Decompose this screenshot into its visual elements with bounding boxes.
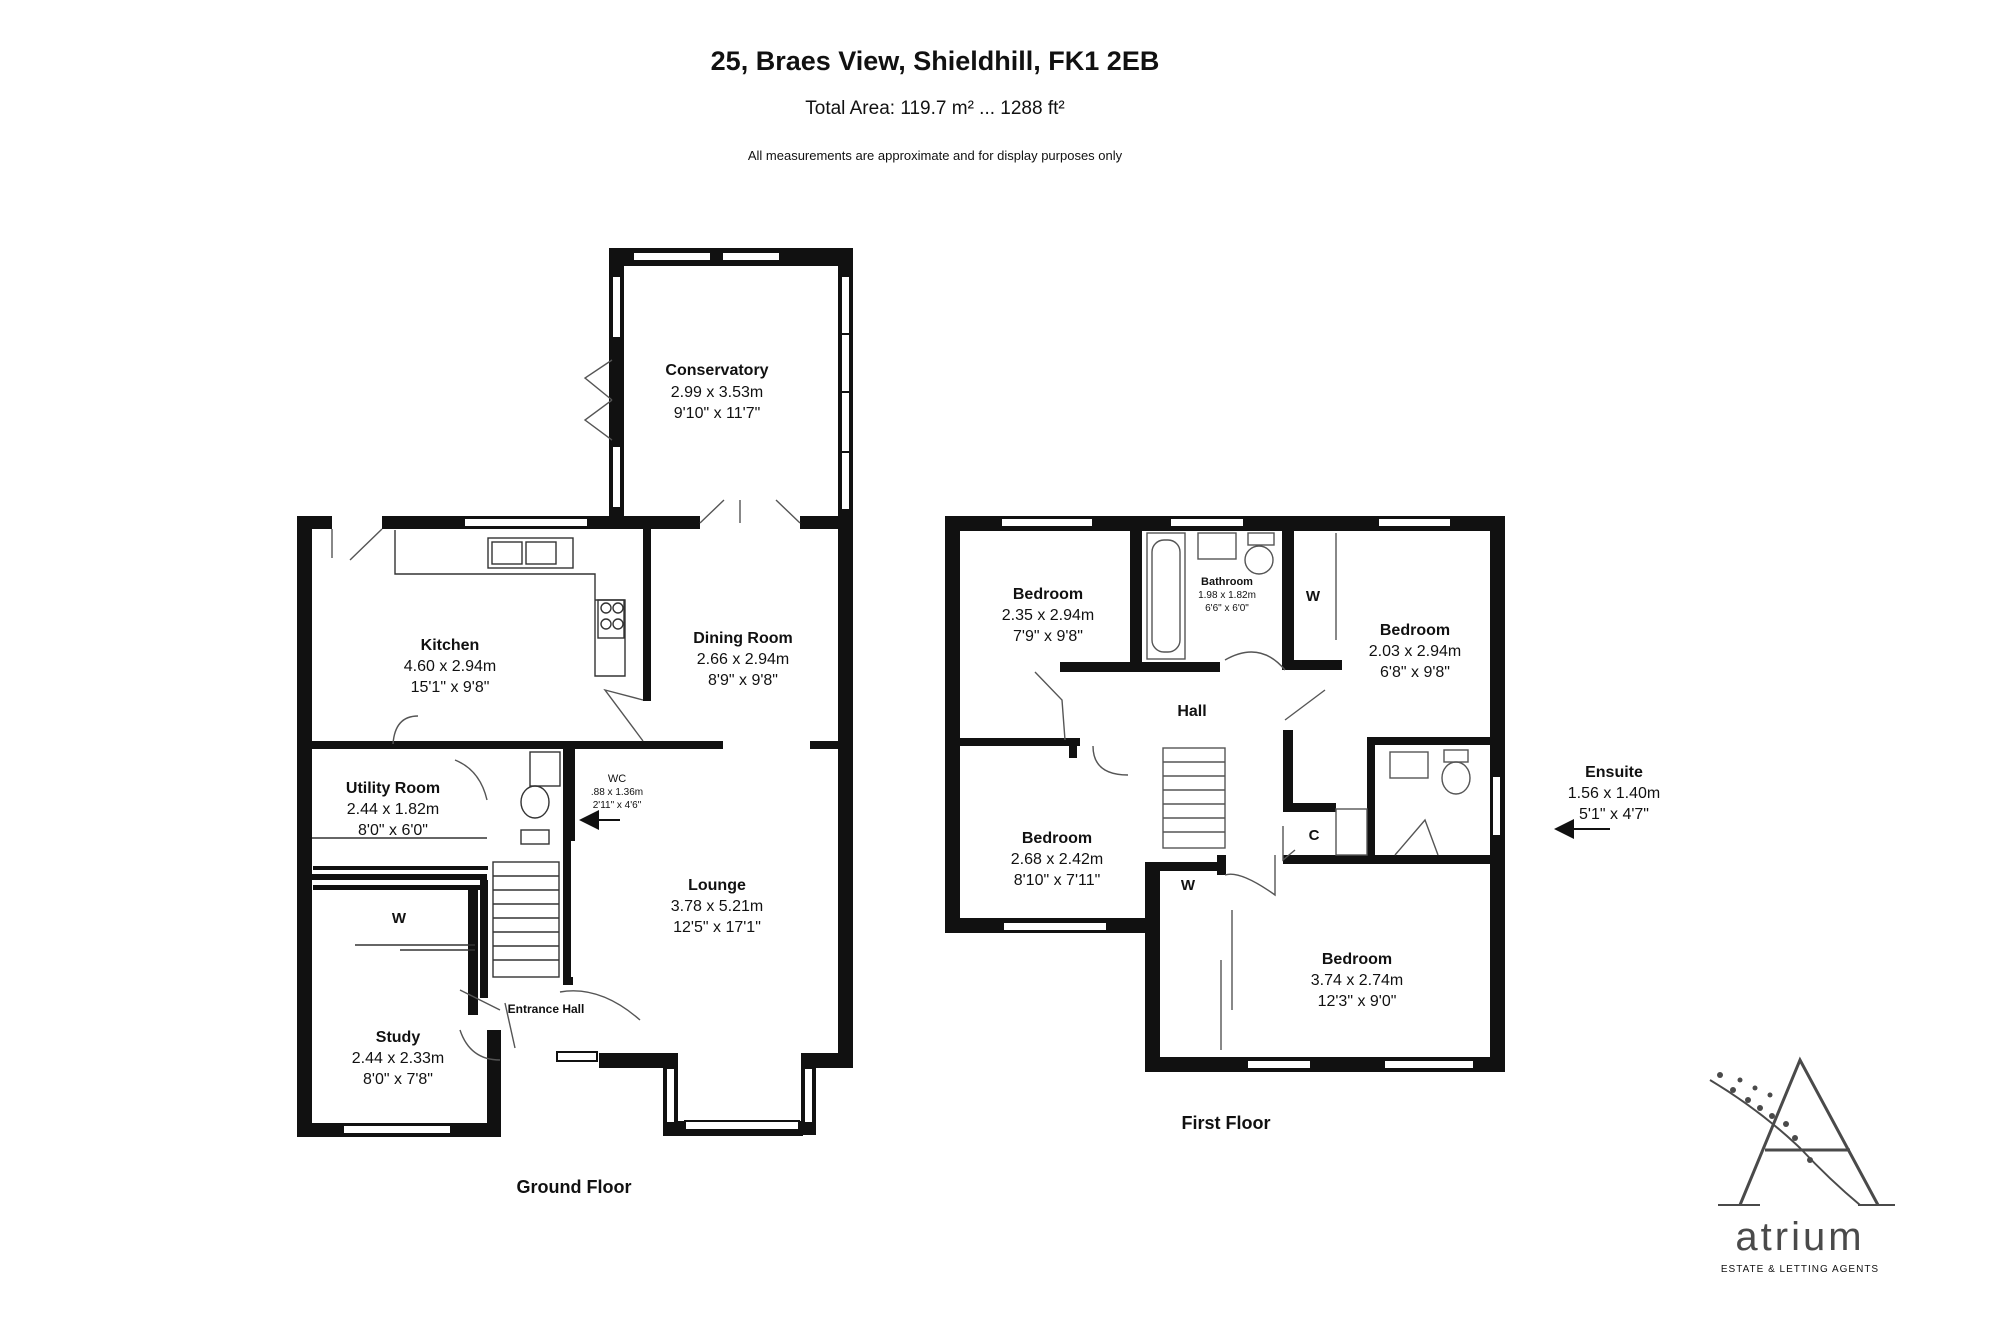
bedroom-1-imperial: 7'9" x 9'8" [1013, 628, 1083, 645]
bedroom-4-imperial: 12'3" x 9'0" [1318, 993, 1397, 1010]
bedroom-2-wardrobe-marker: W [1306, 588, 1321, 605]
conservatory-name: Conservatory [665, 362, 768, 379]
wc-imperial: 2'11" x 4'6" [593, 800, 642, 811]
study-name: Study [376, 1029, 421, 1046]
total-area: Total Area: 119.7 m² ... 1288 ft² [805, 98, 1065, 119]
first-floor-label: First Floor [1182, 1113, 1271, 1133]
wc-name: WC [608, 773, 626, 785]
kitchen-name: Kitchen [421, 637, 480, 654]
utility-imperial: 8'0" x 6'0" [358, 822, 428, 839]
dining-imperial: 8'9" x 9'8" [708, 672, 778, 689]
disclaimer: All measurements are approximate and for… [747, 148, 1123, 163]
utility-name: Utility Room [346, 780, 440, 797]
cupboard-marker: C [1309, 827, 1320, 844]
bedroom-2-name: Bedroom [1380, 622, 1450, 639]
ensuite-metric: 1.56 x 1.40m [1568, 785, 1661, 802]
ensuite-name: Ensuite [1585, 764, 1643, 781]
bedroom-2-imperial: 6'8" x 9'8" [1380, 664, 1450, 681]
study-wardrobe-marker: W [392, 910, 407, 927]
hall-name: Hall [1177, 703, 1206, 720]
bedroom-3-metric: 2.68 x 2.42m [1011, 851, 1104, 868]
bedroom-1-metric: 2.35 x 2.94m [1002, 607, 1095, 624]
bedroom-1-name: Bedroom [1013, 586, 1083, 603]
bedroom-4-wardrobe-marker: W [1181, 877, 1196, 894]
first-floor-plan [945, 516, 1610, 1072]
kitchen-metric: 4.60 x 2.94m [404, 658, 497, 675]
conservatory-metric: 2.99 x 3.53m [671, 384, 764, 401]
brand-name: atrium [1735, 1215, 1864, 1259]
lounge-name: Lounge [688, 877, 746, 894]
study-metric: 2.44 x 2.33m [352, 1050, 445, 1067]
tree-a-icon [1709, 1056, 1895, 1206]
bedroom-4-name: Bedroom [1322, 951, 1392, 968]
study-imperial: 8'0" x 7'8" [363, 1071, 433, 1088]
bedroom-3-imperial: 8'10" x 7'11" [1014, 872, 1101, 889]
dining-name: Dining Room [693, 630, 793, 647]
entrance-hall-name: Entrance Hall [508, 1002, 585, 1016]
lounge-metric: 3.78 x 5.21m [671, 898, 764, 915]
property-address: 25, Braes View, Shieldhill, FK1 2EB [710, 46, 1160, 76]
bathroom-name: Bathroom [1201, 576, 1253, 588]
bedroom-4-metric: 3.74 x 2.74m [1311, 972, 1404, 989]
dining-metric: 2.66 x 2.94m [697, 651, 790, 668]
utility-metric: 2.44 x 1.82m [347, 801, 440, 818]
atrium-logo: atrium ESTATE & LETTING AGENTS [1709, 1056, 1895, 1275]
ground-floor-plan [297, 248, 853, 1137]
bedroom-2-metric: 2.03 x 2.94m [1369, 643, 1462, 660]
conservatory-imperial: 9'10" x 11'7" [674, 405, 761, 422]
wc-metric: .88 x 1.36m [591, 787, 643, 798]
bedroom-3-name: Bedroom [1022, 830, 1092, 847]
kitchen-imperial: 15'1" x 9'8" [411, 679, 490, 696]
ground-floor-label: Ground Floor [517, 1177, 632, 1197]
bathroom-metric: 1.98 x 1.82m [1198, 590, 1256, 601]
lounge-imperial: 12'5" x 17'1" [673, 919, 761, 936]
ensuite-imperial: 5'1" x 4'7" [1579, 806, 1649, 823]
bathroom-imperial: 6'6" x 6'0" [1205, 603, 1249, 614]
brand-tagline: ESTATE & LETTING AGENTS [1721, 1264, 1879, 1275]
